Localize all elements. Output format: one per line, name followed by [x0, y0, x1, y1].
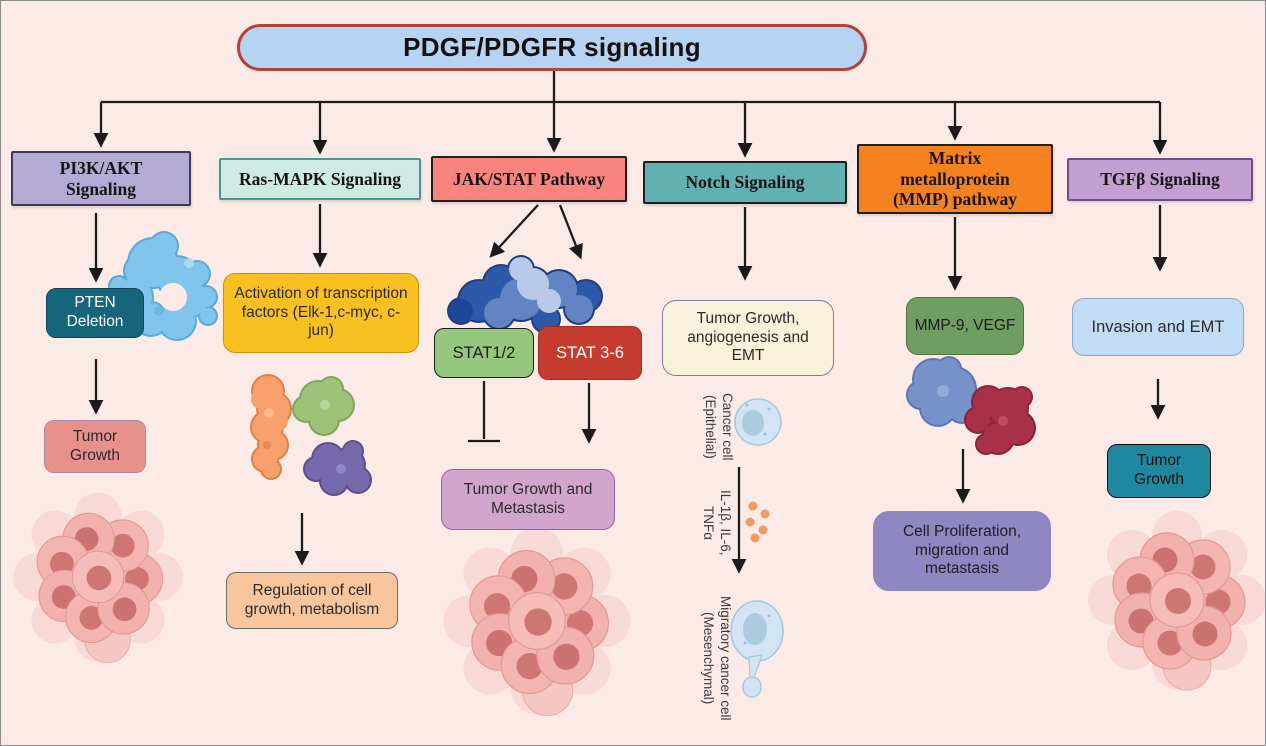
flow-arrows	[88, 204, 1168, 574]
node-cell-proliferation-migration: Cell Proliferation, migration and metast…	[873, 511, 1051, 591]
pathway-header-pi3k-akt: PI3K/AKT Signaling	[11, 151, 191, 206]
node-stat3-6: STAT 3-6	[538, 326, 642, 380]
migratory-cancer-cell-icon	[730, 600, 784, 698]
label-migratory-cancer-cell: Migratory cancer cell (Mesenchymal)	[701, 596, 733, 721]
tree-connectors	[93, 71, 1168, 158]
pathway-header-tgfb: TGFβ Signaling	[1067, 158, 1253, 201]
node-pten-deletion: PTEN Deletion	[46, 288, 144, 338]
protein-blob-blue-2-icon	[906, 356, 978, 427]
pathway-header-mmp: Matrix metalloprotein (MMP) pathway	[857, 144, 1053, 214]
protein-blob-red-icon	[964, 385, 1036, 455]
protein-blob-orange-icon	[250, 374, 292, 480]
protein-complex-blue-icon	[447, 255, 603, 334]
node-tumor-growth-angiogenesis-emt: Tumor Growth, angiogenesis and EMT	[662, 300, 834, 376]
protein-blob-green-icon	[292, 376, 355, 436]
pathway-header-jak-stat: JAK/STAT Pathway	[431, 156, 627, 202]
tumor-cell-cluster-icon	[1087, 510, 1265, 691]
tumor-cell-cluster-icon	[442, 526, 632, 717]
node-regulation-cell-growth: Regulation of cell growth, metabolism	[226, 572, 398, 629]
node-stat1-2: STAT1/2	[434, 328, 534, 378]
cytokine-dots-icon	[745, 501, 770, 543]
node-tumor-growth-metastasis: Tumor Growth and Metastasis	[441, 469, 615, 530]
tumor-cell-cluster-icon	[12, 491, 184, 664]
node-invasion-emt: Invasion and EMT	[1072, 298, 1244, 356]
epithelial-cancer-cell-icon	[734, 398, 782, 446]
diagram-title: PDGF/PDGFR signaling	[237, 24, 867, 71]
label-cytokines-il1b-il6-tnfa: IL-1β, IL-6, TNFα	[701, 490, 733, 556]
pathway-header-notch: Notch Signaling	[643, 161, 847, 204]
node-tumor-growth-pi3k: Tumor Growth	[44, 420, 146, 473]
node-tumor-growth-tgfb: Tumor Growth	[1107, 444, 1211, 498]
node-activation-transcription-factors: Activation of transcription factors (Elk…	[223, 273, 419, 353]
node-mmp9-vegf: MMP-9, VEGF	[906, 297, 1024, 355]
label-cancer-cell-epithelial: Cancer cell (Epithelial)	[703, 393, 735, 461]
pathway-header-ras-mapk: Ras-MAPK Signaling	[219, 158, 421, 200]
protein-blob-purple-icon	[303, 440, 372, 496]
